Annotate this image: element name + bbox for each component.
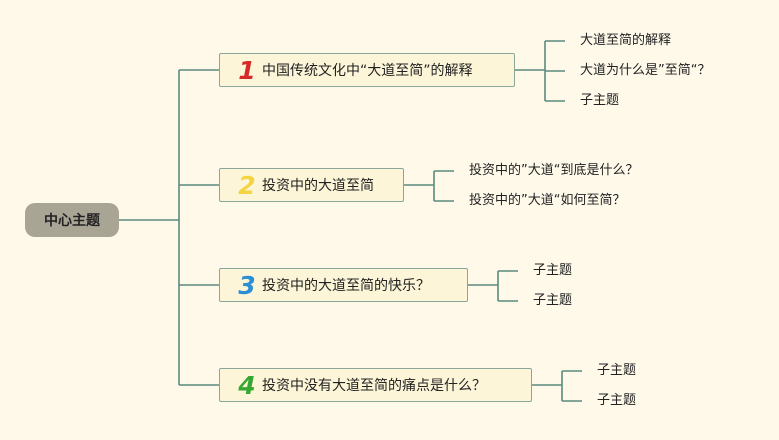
branch-topic-3-label: 投资中的大道至简的快乐？ (262, 278, 430, 294)
subtopic-2-1[interactable]: 投资中的”大道“到底是什么？ (469, 163, 639, 178)
number-badge-1: 1 (238, 55, 256, 85)
subtopic-1-2[interactable]: 大道为什么是”至简“？ (580, 63, 711, 78)
subtopic-4-1[interactable]: 子主题 (597, 363, 637, 378)
branch-topic-1[interactable]: 1 中国传统文化中“大道至简”的解释 (219, 53, 515, 87)
center-topic[interactable]: 中心主题 (25, 203, 119, 237)
branch-topic-2[interactable]: 2 投资中的大道至简 (219, 168, 404, 202)
number-badge-2: 2 (238, 170, 256, 200)
number-badge-3: 3 (238, 270, 256, 300)
subtopic-3-2[interactable]: 子主题 (533, 293, 573, 308)
branch-topic-1-label: 中国传统文化中“大道至简”的解释 (262, 63, 473, 79)
branch-2-sub-connector (404, 170, 454, 202)
branch-4-sub-connector (532, 370, 582, 402)
subtopic-1-1[interactable]: 大道至简的解释 (580, 33, 672, 48)
subtopic-3-1[interactable]: 子主题 (533, 263, 573, 278)
branch-topic-3[interactable]: 3 投资中的大道至简的快乐？ (219, 268, 468, 302)
branch-3-sub-connector (468, 270, 518, 302)
branch-topic-2-label: 投资中的大道至简 (262, 178, 374, 194)
center-topic-label: 中心主题 (44, 213, 100, 229)
subtopic-4-2[interactable]: 子主题 (597, 393, 637, 408)
branch-topic-4[interactable]: 4 投资中没有大道至简的痛点是什么？ (219, 368, 532, 402)
subtopic-1-3[interactable]: 子主题 (580, 93, 620, 108)
subtopic-2-2[interactable]: 投资中的”大道“如何至简？ (469, 193, 626, 208)
number-badge-4: 4 (238, 370, 256, 400)
branch-1-sub-connector (515, 40, 565, 102)
branch-topic-4-label: 投资中没有大道至简的痛点是什么？ (262, 378, 486, 394)
